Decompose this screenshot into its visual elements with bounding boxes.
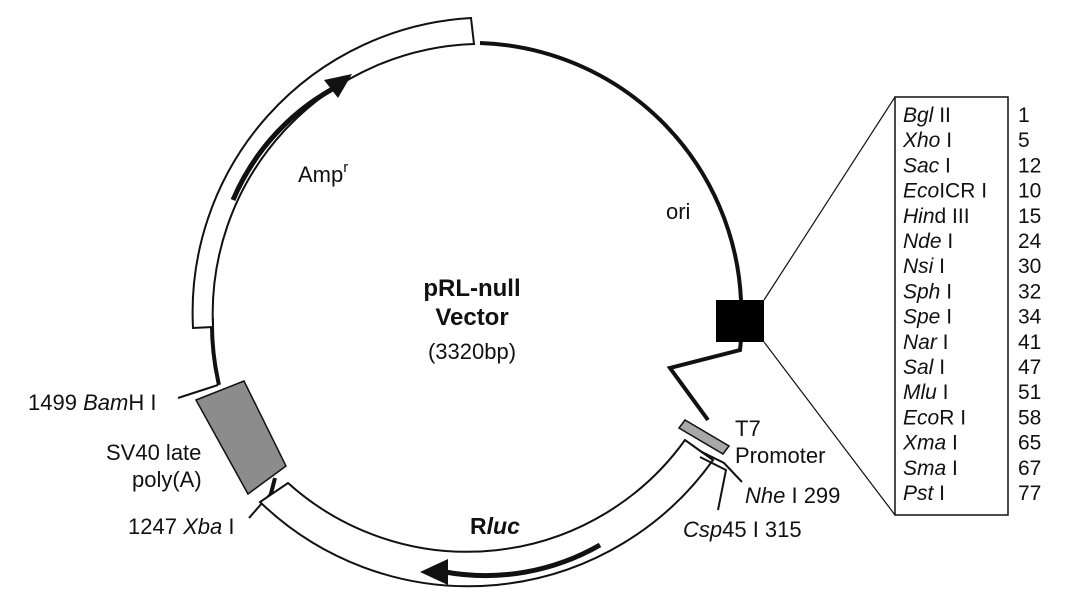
bamhi-tick bbox=[177, 384, 219, 399]
vector-name: pRL-null bbox=[423, 275, 520, 302]
mcs-site-name: EcoR I bbox=[903, 406, 966, 429]
sv40-box bbox=[194, 380, 287, 496]
t7-label-1: T7 bbox=[735, 416, 761, 441]
mcs-site-position: 47 bbox=[1018, 356, 1041, 379]
mcs-site-position: 58 bbox=[1018, 406, 1041, 429]
mcs-leader-bottom bbox=[763, 341, 896, 516]
sv40-label-2: poly(A) bbox=[132, 467, 202, 492]
nhei-label: Nhe I 299 bbox=[745, 483, 840, 508]
mcs-site-name: Nde I bbox=[903, 230, 953, 253]
mcs-site-name: Sac I bbox=[903, 154, 951, 177]
mcs-site-name: Hind III bbox=[903, 205, 970, 228]
mcs-site-name: Nsi I bbox=[903, 255, 945, 278]
csp45i-tick bbox=[699, 456, 728, 511]
mcs-site-name: EcoICR I bbox=[903, 180, 987, 203]
mcs-site-position: 77 bbox=[1018, 482, 1041, 505]
mcs-site-position: 51 bbox=[1018, 381, 1041, 404]
mcs-site-position: 15 bbox=[1018, 205, 1041, 228]
xbai-label: 1247 Xba I bbox=[128, 514, 234, 539]
mcs-site-position: 34 bbox=[1018, 306, 1042, 329]
mcs-site-position: 1 bbox=[1018, 104, 1030, 127]
mcs-site-name: Nar I bbox=[903, 331, 949, 354]
ori-label: ori bbox=[666, 199, 690, 224]
mcs-site-position: 12 bbox=[1018, 154, 1041, 177]
vector-size: (3320bp) bbox=[428, 339, 516, 364]
mcs-box bbox=[716, 300, 764, 342]
mcs-site-name: Mlu I bbox=[903, 381, 949, 404]
mcs-site-name: Spe I bbox=[903, 306, 952, 329]
mcs-site-position: 65 bbox=[1018, 432, 1041, 455]
mcs-site-name: Sma I bbox=[903, 457, 958, 480]
t7-label-2: Promoter bbox=[735, 443, 825, 468]
mcs-site-position: 67 bbox=[1018, 457, 1041, 480]
mcs-site-position: 24 bbox=[1018, 230, 1042, 253]
mcs-site-position: 30 bbox=[1018, 255, 1041, 278]
rluc-feature bbox=[258, 438, 715, 588]
mcs-leader-top bbox=[763, 96, 896, 301]
mcs-site-name: Xma I bbox=[902, 432, 958, 455]
mcs-table bbox=[894, 96, 1009, 516]
amp-feature bbox=[191, 16, 476, 330]
amp-label: Ampr bbox=[298, 159, 348, 187]
vector-subtitle: Vector bbox=[435, 304, 508, 331]
mcs-site-position: 5 bbox=[1018, 129, 1030, 152]
mcs-site-position: 41 bbox=[1018, 331, 1041, 354]
rluc-label: Rluc bbox=[470, 513, 520, 539]
nhei-tick bbox=[699, 450, 743, 483]
mcs-site-name: Sal I bbox=[903, 356, 945, 379]
mcs-site-position: 10 bbox=[1018, 180, 1041, 203]
mcs-site-name: Xho I bbox=[902, 129, 952, 152]
t7-promoter-box bbox=[677, 419, 731, 455]
mcs-site-position: 32 bbox=[1018, 280, 1041, 303]
bamhi-label: 1499 BamH I bbox=[28, 390, 156, 415]
csp45i-label: Csp45 I 315 bbox=[683, 517, 802, 542]
mcs-site-name: Bgl II bbox=[903, 104, 951, 127]
mcs-site-name: Pst I bbox=[903, 482, 945, 505]
sv40-label-1: SV40 late bbox=[106, 440, 201, 465]
mcs-site-name: Sph I bbox=[903, 280, 952, 303]
